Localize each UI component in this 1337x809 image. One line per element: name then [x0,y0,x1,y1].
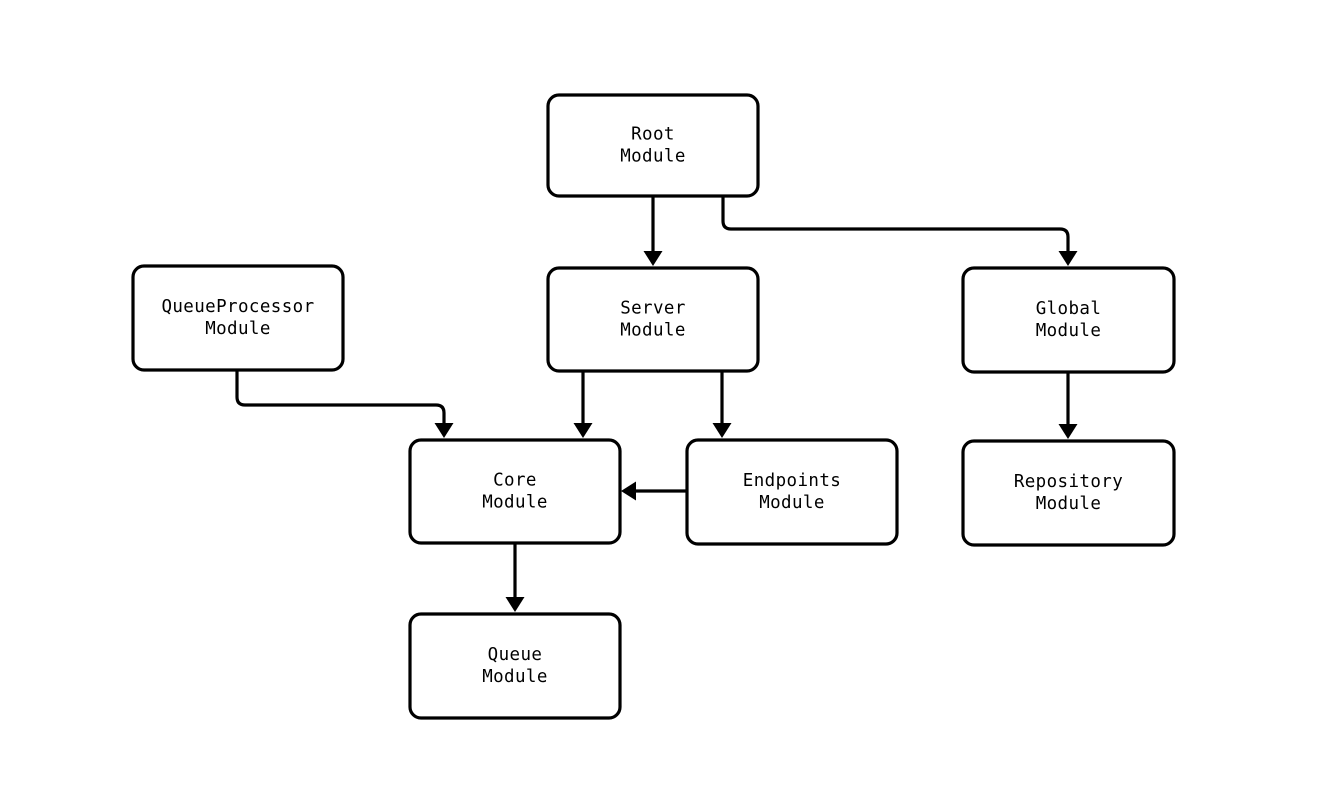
root-module-node-box[interactable] [546,93,760,198]
global-module-node-label-line1: Global [1036,299,1102,319]
queue-module-node-box[interactable] [408,612,622,720]
queue-module-node-label-line1: Queue [488,645,543,665]
repository-module-node-box[interactable] [961,439,1176,547]
edge-root-to-server-arrowhead-icon [643,251,663,266]
edge-root-to-global-arrowhead-icon [1058,251,1078,266]
queueprocessor-module-node-box[interactable] [131,264,345,372]
edge-core-to-queue-arrowhead-icon [505,597,525,612]
global-module-node-box[interactable] [961,266,1176,374]
edge-server-to-endpoints [712,371,732,438]
core-module-node-label-line1: Core [493,471,537,491]
endpoints-module-node-box[interactable] [685,438,899,546]
edge-endpoints-to-core [621,481,687,501]
edge-queueprocessor-to-core [235,370,454,438]
edge-root-to-global [721,196,1078,266]
endpoints-module-node-label-line2: Module [759,493,825,513]
edge-core-to-queue [505,543,525,612]
edge-global-to-repository [1058,372,1078,439]
edge-queueprocessor-to-core-arrowhead-icon [434,423,454,438]
edge-root-to-server [643,196,663,266]
edge-queueprocessor-to-core-line [235,370,446,430]
core-module-node-box[interactable] [408,438,622,545]
edge-endpoints-to-core-arrowhead-icon [621,481,636,501]
repository-module-node-label-line2: Module [1036,494,1102,514]
root-module-node-label-line2: Module [620,147,686,167]
repository-module-node-label-line1: Repository [1014,472,1123,492]
server-module-node-label-line1: Server [620,299,686,319]
global-module-node-label-line2: Module [1036,321,1102,341]
edge-server-to-endpoints-arrowhead-icon [712,423,732,438]
edge-server-to-core [573,371,593,438]
endpoints-module-node-label-line1: Endpoints [743,471,841,491]
core-module-node-label-line2: Module [482,493,548,513]
edge-global-to-repository-arrowhead-icon [1058,424,1078,439]
server-module-node-box[interactable] [546,266,760,373]
edges-layer [235,196,1078,612]
queueprocessor-module-node-label-line2: Module [205,319,271,339]
queueprocessor-module-node-label-line1: QueueProcessor [161,297,314,317]
edge-root-to-global-line [721,196,1070,258]
server-module-node-label-line2: Module [620,321,686,341]
root-module-node-label-line1: Root [631,125,675,145]
edge-server-to-core-arrowhead-icon [573,423,593,438]
queue-module-node-label-line2: Module [482,667,548,687]
